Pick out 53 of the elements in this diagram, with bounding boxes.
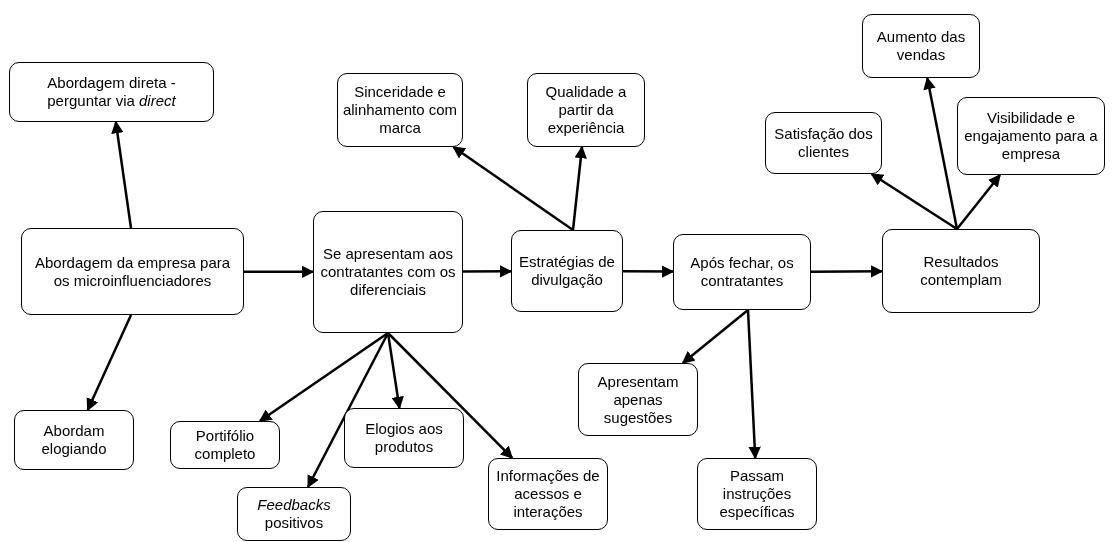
process-box [344, 408, 464, 468]
arrow [623, 265, 675, 278]
process-box [14, 410, 134, 470]
box-text: Se apresentam aos contratantes com os diferenciais [319, 245, 457, 299]
box-text: Informações de acessos e interações [495, 467, 601, 521]
process-box [511, 230, 623, 312]
box-text: Portifólio completo [193, 427, 257, 463]
process-box [697, 458, 817, 530]
box-text: Qualidade a partir da experiência [544, 83, 628, 137]
process-box [9, 62, 214, 122]
arrow [746, 309, 761, 460]
box-text: Feedbacks positivos [256, 496, 332, 532]
process-box [313, 211, 463, 333]
arrow [870, 172, 958, 231]
arrow [306, 332, 390, 489]
arrow [452, 145, 574, 232]
process-box [673, 234, 811, 310]
box-text: Visibilidade e engajamento para a empresa [963, 109, 1099, 163]
box-text: Resultados contemplam [919, 253, 1003, 289]
box-text: Abordam elogiando [40, 422, 108, 458]
process-box [578, 363, 698, 436]
box-text: Abordagem da empresa para os microinfluenciadores [33, 253, 232, 290]
box-text: Após fechar, os contratantes [689, 254, 795, 290]
process-box [488, 458, 608, 530]
process-box [765, 112, 882, 174]
process-box [170, 421, 280, 469]
process-box [237, 487, 351, 541]
process-box [882, 229, 1040, 313]
box-text: Estratégias de divulgação [518, 253, 616, 289]
arrow [463, 265, 513, 278]
process-box [957, 97, 1105, 175]
arrow [387, 332, 514, 459]
arrow [811, 265, 884, 278]
box-text: Elogios aos produtos [364, 420, 444, 456]
box-text: Passam instruções específicas [718, 467, 796, 521]
process-box [337, 73, 463, 147]
box-text: Aumento das vendas [875, 28, 967, 64]
arrow [244, 265, 315, 279]
arrow [923, 76, 959, 230]
process-box [527, 73, 645, 147]
arrow [956, 174, 1001, 230]
arrow [258, 331, 389, 423]
arrow [681, 309, 749, 364]
arrow [386, 332, 404, 410]
arrow [571, 145, 587, 231]
arrow [86, 314, 133, 412]
arrow [111, 120, 133, 229]
box-text: Abordagem direta - perguntar via direct [46, 74, 177, 110]
box-text: Sinceridade e alinhamento com marca [342, 83, 458, 137]
process-box [21, 228, 244, 315]
box-text: Apresentam apenas sugestões [596, 372, 680, 427]
process-box [862, 14, 980, 78]
box-text: Satisfação dos clientes [773, 125, 874, 161]
